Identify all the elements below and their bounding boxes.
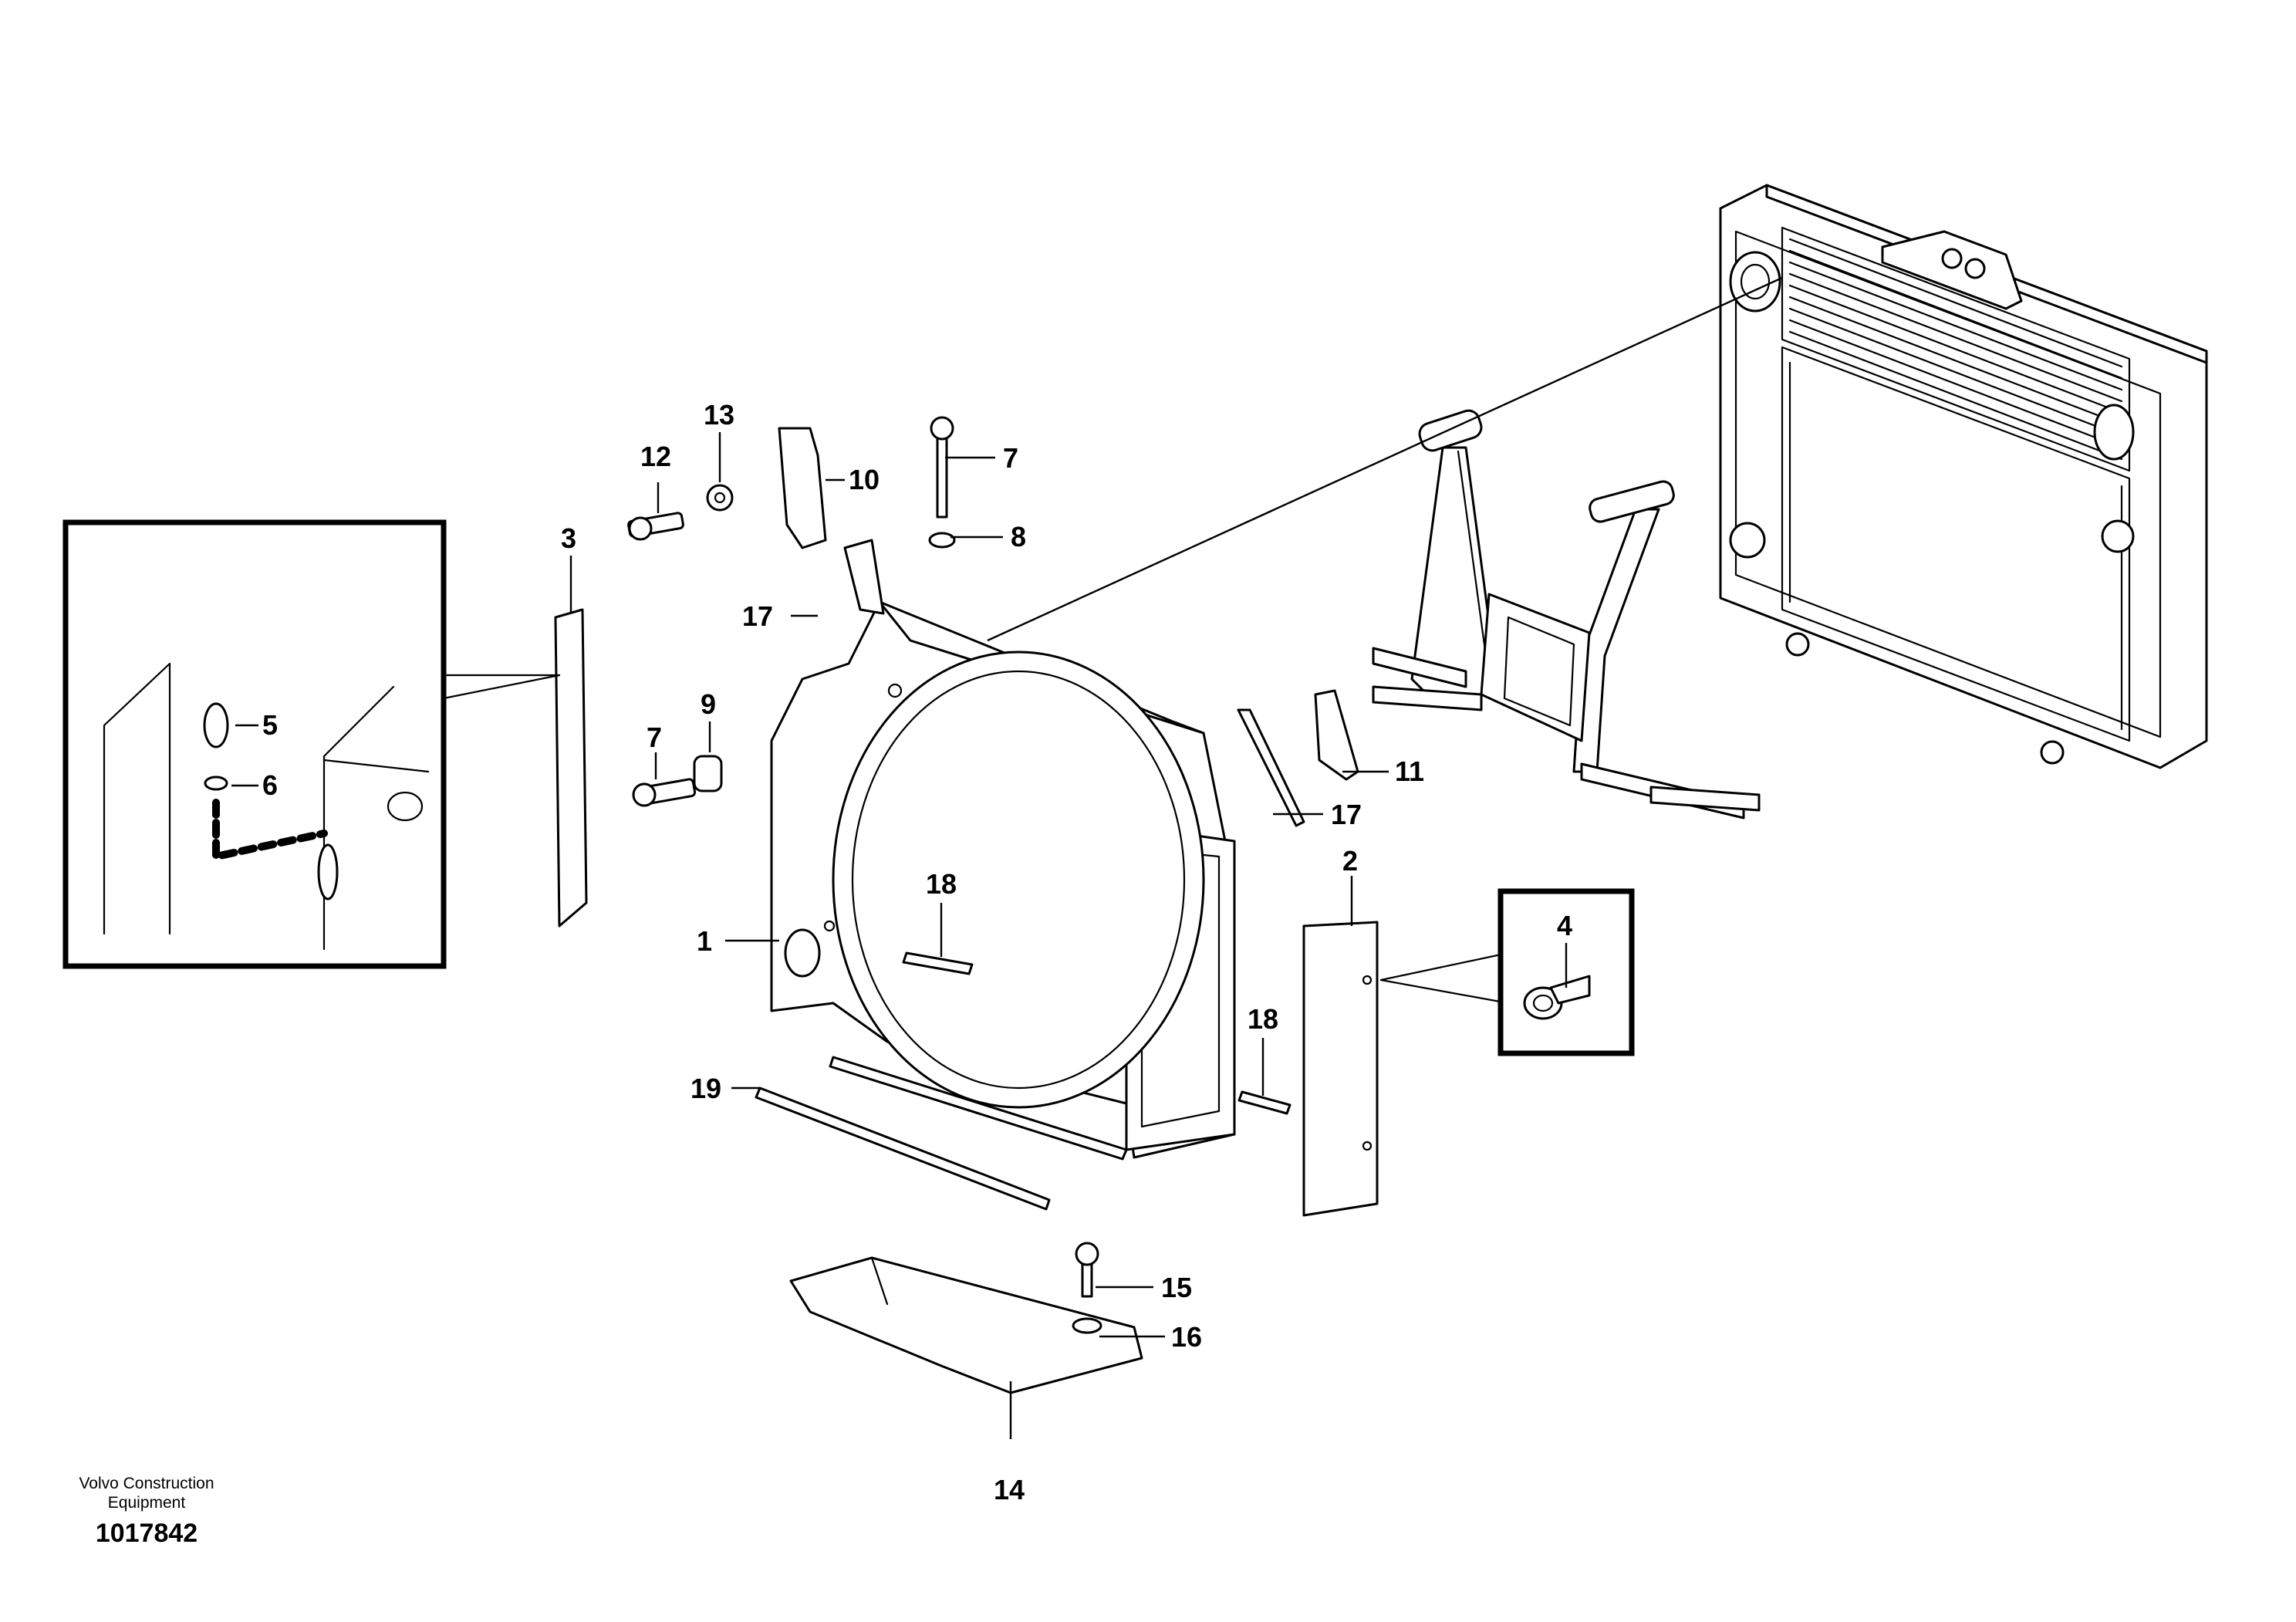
seal-strips — [755, 951, 1292, 1211]
callout-11: 11 — [1395, 755, 1424, 787]
hardware — [627, 416, 1359, 1334]
callout-6: 6 — [262, 769, 278, 801]
support-frame — [987, 276, 1783, 819]
callout-7-top: 7 — [1003, 442, 1018, 474]
callout-17-right: 17 — [1331, 799, 1362, 830]
bottom-plate-14 — [789, 1256, 1143, 1394]
callout-13: 13 — [704, 399, 734, 431]
inset-detail-5-6 — [62, 519, 447, 969]
callout-17-left: 17 — [742, 600, 773, 632]
callout-18-center: 18 — [926, 868, 957, 900]
callout-14: 14 — [994, 1474, 1025, 1505]
callout-16: 16 — [1171, 1321, 1202, 1353]
callout-3: 3 — [561, 522, 576, 554]
callout-labels: 1 2 3 4 5 6 7 7 8 9 10 11 12 13 14 15 16… — [262, 399, 1572, 1505]
side-plate-2 — [1302, 921, 1379, 1217]
brand-line-2: Equipment — [107, 1494, 186, 1512]
brand-line-1: Volvo Construction — [79, 1475, 214, 1492]
callout-9: 9 — [701, 688, 716, 720]
callout-12: 12 — [640, 441, 671, 472]
drawing-number: 1017842 — [95, 1519, 198, 1548]
callout-1: 1 — [697, 925, 712, 957]
callout-4: 4 — [1557, 910, 1572, 941]
fan-shroud — [770, 600, 1236, 1159]
callout-10: 10 — [849, 464, 880, 495]
radiator-assembly — [1719, 184, 2208, 769]
callout-8: 8 — [1011, 521, 1026, 552]
callout-15: 15 — [1161, 1272, 1192, 1303]
callout-5: 5 — [262, 709, 278, 741]
brand-label: Volvo Construction Equipment — [46, 1474, 247, 1512]
callout-7-left: 7 — [647, 721, 662, 753]
leader-lines — [231, 432, 1568, 1439]
side-plate-3 — [554, 608, 588, 928]
callout-19: 19 — [690, 1073, 721, 1104]
callout-2: 2 — [1342, 845, 1358, 877]
callout-18-right: 18 — [1248, 1003, 1278, 1035]
